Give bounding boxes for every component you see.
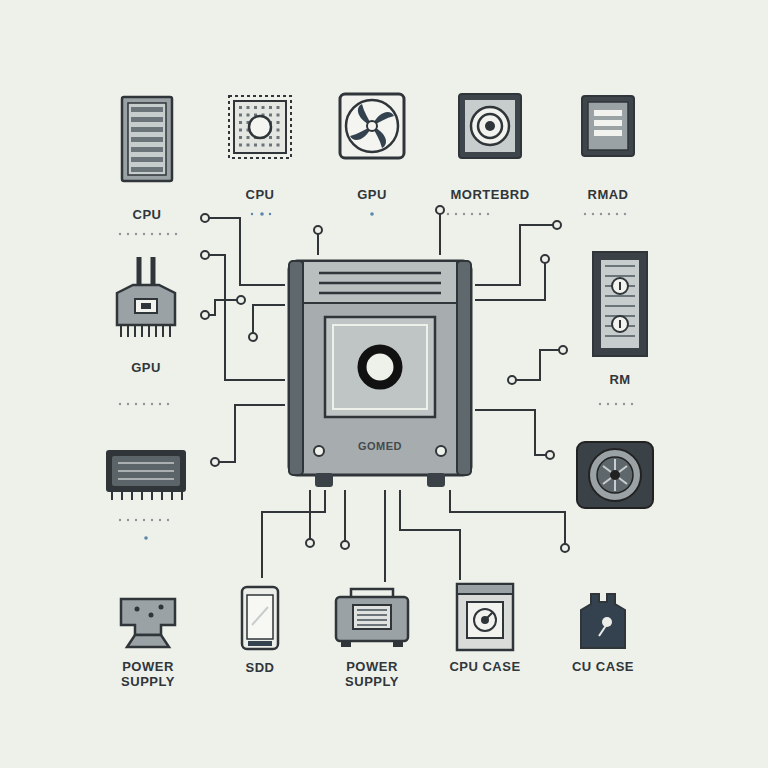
component-icon: CPU [97,95,197,223]
component-label: POWER SUPPLY [108,660,188,690]
wire-dots [201,206,569,552]
dotted-rules [119,213,633,521]
component-icon: MORTEBRD [438,92,542,203]
component-label: CPU [97,208,197,223]
component-label: RMAD [558,188,658,203]
component-label: GPU [96,361,196,376]
component-icon: CU CASE [563,592,643,675]
bracket-icon [111,255,181,347]
radio-icon [333,585,411,651]
fan-icon [338,92,406,160]
component-icon: RMAD [558,92,658,203]
ssd-icon [240,585,280,651]
case-icon [455,582,515,652]
unit-label: GOMED [335,440,425,452]
psu-icon [115,595,181,651]
component-label: CU CASE [563,660,643,675]
component-icon: CPU [210,92,310,203]
disc-icon [457,92,523,160]
component-icon: GPU [96,255,196,376]
component-icon: POWER SUPPLY [108,595,188,690]
component-label: RM [570,373,670,388]
component-label: POWER SUPPLY [332,660,412,690]
main-unit-outline [285,255,475,491]
component-icon: GPU [322,92,422,203]
component-label: GPU [322,188,422,203]
cpu-icon [225,92,295,162]
main-unit-box: GOMED [285,255,475,491]
chip-icon [106,450,186,500]
component-label: CPU [210,188,310,203]
component-label: CPU CASE [445,660,525,675]
bottle-icon [577,592,629,652]
chip-icon [580,92,636,160]
cooler-icon [577,442,653,508]
rack-icon [119,95,175,183]
component-label: MORTEBRD [438,188,542,203]
component-icon: POWER SUPPLY [332,585,412,690]
component-icon: SDD [215,585,305,676]
component-label: SDD [215,661,305,676]
component-icon: CPU CASE [445,582,525,675]
wire-lines [205,212,565,582]
ram-icon [591,250,649,358]
component-icon: RM [570,250,670,388]
